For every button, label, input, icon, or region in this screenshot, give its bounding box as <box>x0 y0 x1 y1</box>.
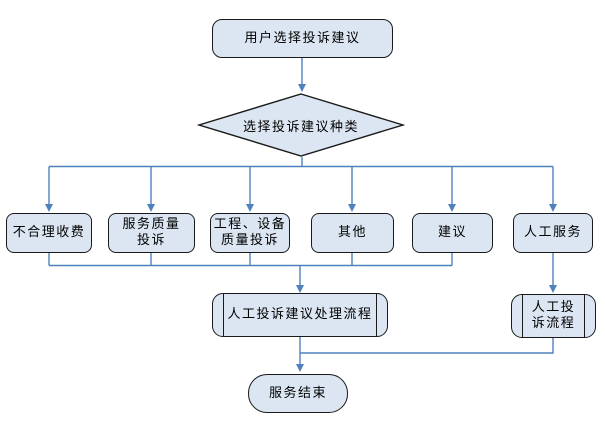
node-start: 用户选择投诉建议 <box>212 19 393 58</box>
node-unreasonable-fee: 不合理收费 <box>6 213 92 253</box>
node-label: 不合理收费 <box>12 225 86 240</box>
node-manual-service: 人工服务 <box>513 213 593 253</box>
node-label: 人工投 诉流程 <box>531 300 576 331</box>
node-label: 用户选择投诉建议 <box>244 30 361 46</box>
arrowheads <box>45 84 557 372</box>
node-label: 工程、设备 质量投诉 <box>213 217 287 248</box>
arrowhead <box>348 204 356 212</box>
arrowhead <box>448 204 456 212</box>
arrowhead <box>246 204 254 212</box>
arrowhead <box>45 204 53 212</box>
diamond-shape-icon <box>197 93 405 157</box>
connector-paths <box>48 58 554 364</box>
node-label: 人工投诉建议处理流程 <box>227 307 373 322</box>
node-label: 其他 <box>337 225 367 240</box>
node-label: 选择投诉建议种类 <box>242 119 359 135</box>
arrowhead <box>549 204 557 212</box>
node-label: 服务质量 投诉 <box>122 217 181 248</box>
node-label: 人工服务 <box>523 225 582 240</box>
node-decision: 选择投诉建议种类 <box>197 93 405 157</box>
node-end: 服务结束 <box>248 374 348 413</box>
connector-line <box>300 338 554 354</box>
node-label: 建议 <box>437 225 467 240</box>
node-manual-complaint-flow: 人工投 诉流程 <box>511 294 596 338</box>
node-manual-complaint-suggestion-process: 人工投诉建议处理流程 <box>212 293 388 337</box>
arrowhead <box>296 364 304 372</box>
node-suggestion: 建议 <box>412 213 493 253</box>
arrowhead <box>549 285 557 293</box>
node-label: 服务结束 <box>268 385 327 401</box>
node-service-quality-complaint: 服务质量 投诉 <box>108 213 195 253</box>
arrowhead <box>298 84 306 92</box>
arrowhead <box>147 204 155 212</box>
node-engineering-equipment-quality-complaint: 工程、设备 质量投诉 <box>210 213 290 253</box>
node-other: 其他 <box>311 213 394 253</box>
arrowhead <box>296 285 304 293</box>
